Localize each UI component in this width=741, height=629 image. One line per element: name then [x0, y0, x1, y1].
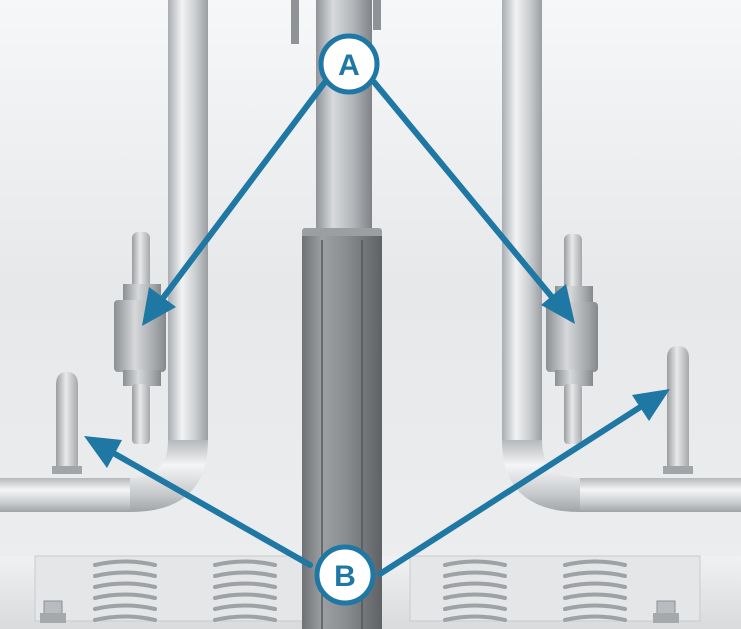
right-adjuster — [546, 234, 598, 444]
left-tube-frame — [0, 0, 208, 512]
springs — [93, 559, 627, 622]
callout-b-letter: B — [334, 560, 356, 593]
callout-a-letter: A — [338, 49, 360, 82]
callout-b-arrows — [84, 389, 670, 577]
left-guide-pin — [52, 372, 82, 474]
right-tube-frame — [502, 0, 741, 512]
callout-a-arrows — [142, 79, 575, 326]
top-brackets — [291, 0, 381, 44]
callout-a-badge: A — [318, 33, 380, 95]
callout-b-badge: B — [314, 544, 376, 606]
base-bolts — [40, 600, 679, 623]
right-guide-pin — [663, 346, 693, 474]
